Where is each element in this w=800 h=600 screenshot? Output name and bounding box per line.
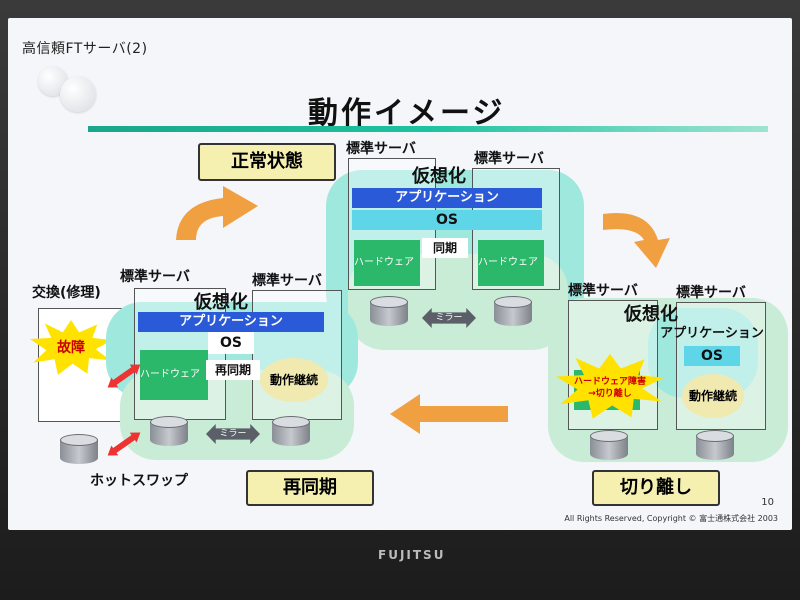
state-resync: 再同期 <box>246 470 374 506</box>
virtualization-label: 仮想化 <box>194 292 248 313</box>
slide: 高信頼FTサーバ(2) 動作イメージ 正常状態 再同期 切り離し 標準サーバ 標… <box>8 18 792 530</box>
hotswap-label: ホットスワップ <box>90 473 188 489</box>
disk-icon <box>590 430 628 460</box>
os-label: OS <box>208 332 254 354</box>
os-bar: OS <box>352 210 542 230</box>
slide-header: 高信頼FTサーバ(2) <box>22 41 148 57</box>
exchange-label: 交換(修理) <box>32 285 101 301</box>
flow-arrows <box>176 186 670 434</box>
arrow-resync <box>390 394 508 434</box>
continue-oval: 動作継続 <box>260 358 328 402</box>
monitor-brand: FUJITSU <box>378 548 446 562</box>
disk-icon <box>60 434 98 464</box>
hardware-block: ハードウェア <box>354 240 420 286</box>
arrow-normal <box>176 186 258 240</box>
os-bar: OS <box>684 346 740 366</box>
server-label: 標準サーバ <box>120 269 190 285</box>
state-separate: 切り離し <box>592 470 720 506</box>
page-number: 10 <box>761 497 774 508</box>
server-label: 標準サーバ <box>346 141 416 157</box>
mirror-arrow: ミラー <box>422 308 476 328</box>
disk-icon <box>150 416 188 446</box>
disk-icon <box>272 416 310 446</box>
mirror-arrow: ミラー <box>206 424 260 444</box>
app-bar: アプリケーション <box>352 188 542 208</box>
app-label: アプリケーション <box>660 326 764 341</box>
resync-label: 再同期 <box>206 360 260 380</box>
hardware-block: ハードウェア <box>140 350 208 400</box>
hardware-block: ハードウェア <box>478 240 544 286</box>
disk-icon <box>696 430 734 460</box>
arrow-separate <box>603 213 670 268</box>
disk-icon <box>370 296 408 326</box>
title-underline <box>88 126 768 132</box>
virtualization-label: 仮想化 <box>412 166 466 187</box>
disk-icon <box>494 296 532 326</box>
sync-label: 同期 <box>422 238 468 258</box>
copyright-footer: All Rights Reserved, Copyright © 富士通株式会社… <box>564 514 778 523</box>
decor-circle <box>60 76 96 112</box>
app-bar: アプリケーション <box>138 312 324 332</box>
server-label: 標準サーバ <box>568 283 638 299</box>
virtualization-label: 仮想化 <box>624 304 678 325</box>
server-label: 標準サーバ <box>252 273 322 289</box>
server-label: 標準サーバ <box>474 151 544 167</box>
continue-oval: 動作継続 <box>682 374 744 418</box>
slide-title: 動作イメージ <box>308 96 506 131</box>
state-normal: 正常状態 <box>198 143 336 181</box>
server-label: 標準サーバ <box>676 285 746 301</box>
